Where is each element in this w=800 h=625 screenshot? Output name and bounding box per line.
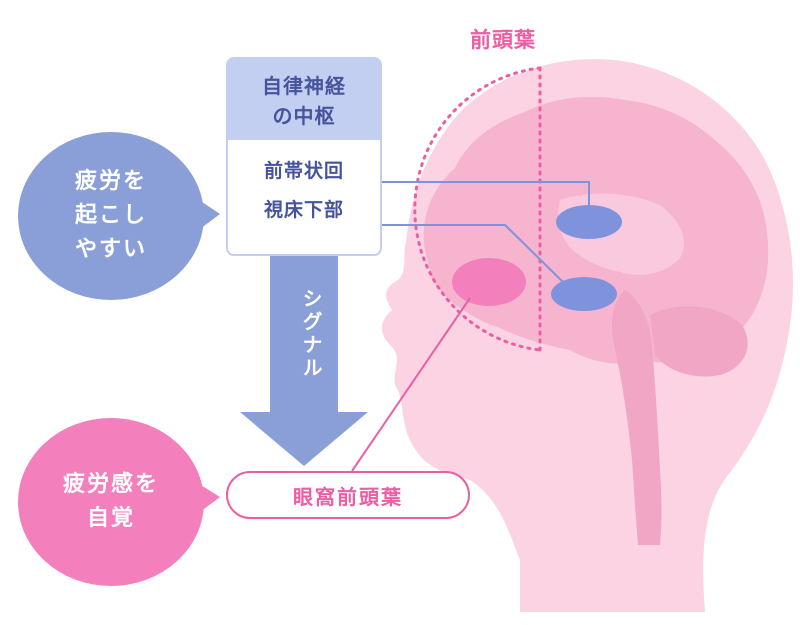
signal-label: シグナル [299, 288, 323, 380]
brain-cerebellum [650, 306, 748, 377]
orbitofrontal-label: 眼窩前頭葉 [293, 484, 403, 509]
fatigue-prone-text: 疲労を 起こし やすい [74, 169, 147, 262]
connector-orbitofrontal [351, 297, 471, 472]
fatigue-prone-bubble: 疲労を 起こし やすい [18, 132, 204, 300]
connector-anterior-cingulate [370, 181, 590, 205]
brain-stem [612, 290, 662, 545]
fatigue-awareness-text: 疲労感を 自覚 [62, 472, 159, 531]
connector-hypothalamus [370, 224, 566, 285]
anterior-cingulate-label: 前帯状回 [263, 160, 344, 182]
orbitofrontal-label-box: 眼窩前頭葉 [226, 471, 470, 519]
frontal-lobe-label: 前頭葉 [470, 28, 536, 52]
fatigue-awareness-bubble: 疲労感を 自覚 [18, 418, 204, 586]
orbitofrontal-region [452, 258, 526, 306]
hypothalamus-label: 視床下部 [263, 199, 344, 221]
signal-arrow [240, 256, 368, 466]
hypothalamus-region [551, 277, 617, 311]
autonomic-center-heading: 自律神経 の中枢 [228, 59, 380, 140]
autonomic-center-box: 自律神経 の中枢 前帯状回 視床下部 [226, 57, 382, 256]
anterior-cingulate-region [556, 205, 622, 239]
